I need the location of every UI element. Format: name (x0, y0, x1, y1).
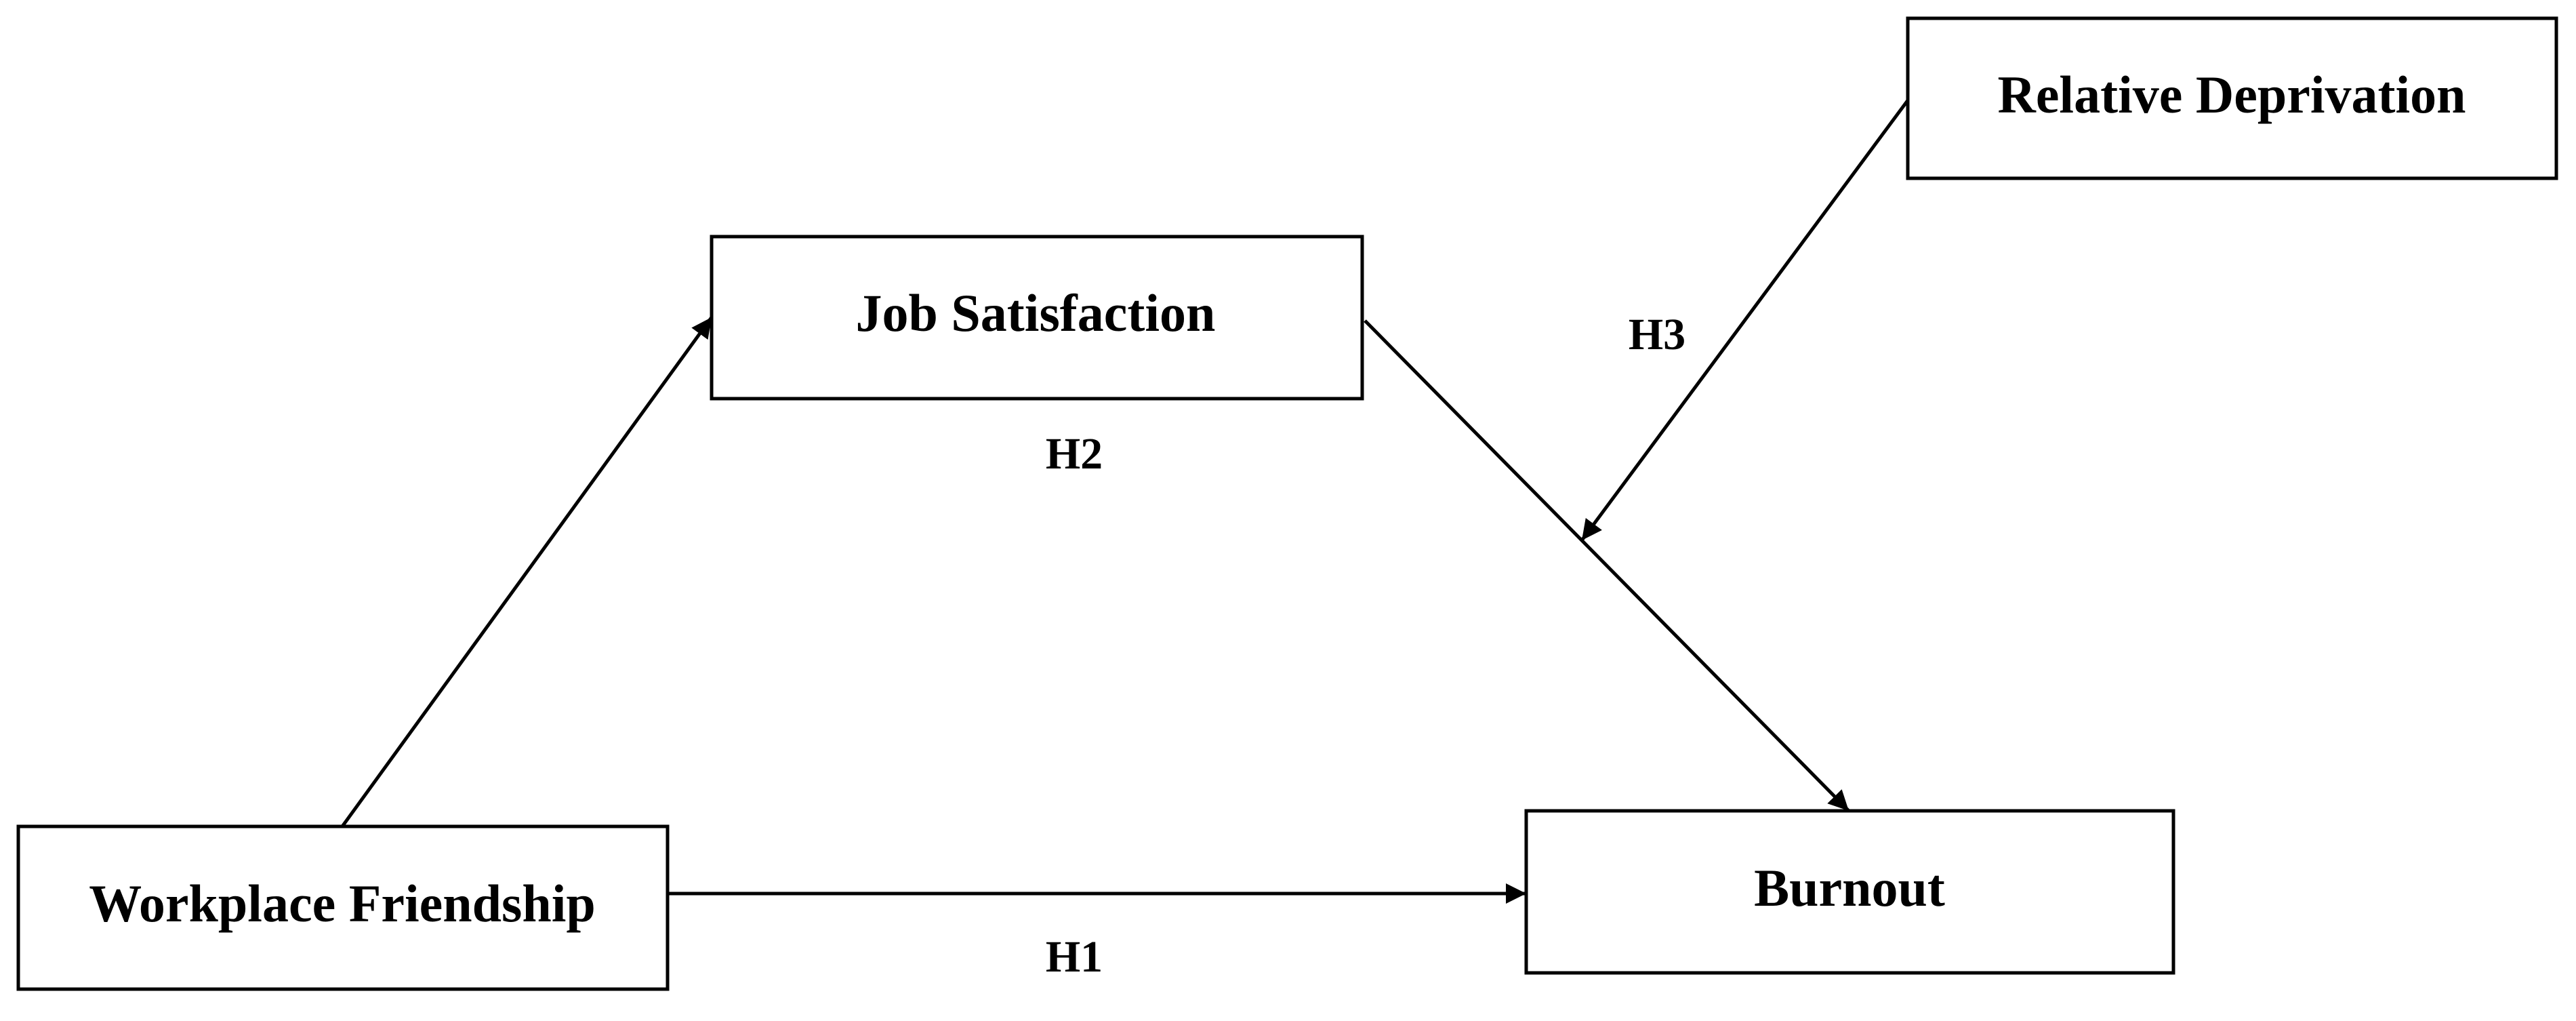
node-workplace-friendship-box (16, 824, 670, 991)
arrow-deprivation-to-path (1580, 99, 1910, 542)
edge-satisfaction-to-burnout (1364, 319, 1850, 812)
node-relative-deprivation-box (1906, 16, 2558, 180)
node-burnout-label: Burnout (1754, 858, 1945, 917)
node-relative-deprivation-label: Relative Deprivation (1997, 65, 2466, 124)
edge-h2-friendship-to-satisfaction (340, 316, 714, 828)
node-burnout-box (1524, 809, 2175, 975)
edge-h3-deprivation-moderation (1580, 99, 1910, 542)
node-workplace-friendship: Workplace Friendship (16, 824, 670, 991)
node-job-satisfaction-box (710, 235, 1364, 401)
node-burnout: Burnout (1524, 809, 2175, 975)
node-relative-deprivation: Relative Deprivation (1906, 16, 2558, 180)
arrow-satisfaction-to-burnout (1364, 319, 1850, 812)
edge-label-h2: H2 (1046, 429, 1103, 479)
node-job-satisfaction: Job Satisfaction (710, 235, 1364, 401)
edge-label-h1: H1 (1046, 932, 1103, 982)
node-workplace-friendship-label: Workplace Friendship (89, 874, 596, 933)
arrow-friendship-to-satisfaction (340, 316, 714, 828)
edge-label-h3: H3 (1629, 310, 1685, 359)
node-job-satisfaction-label: Job Satisfaction (856, 283, 1216, 342)
